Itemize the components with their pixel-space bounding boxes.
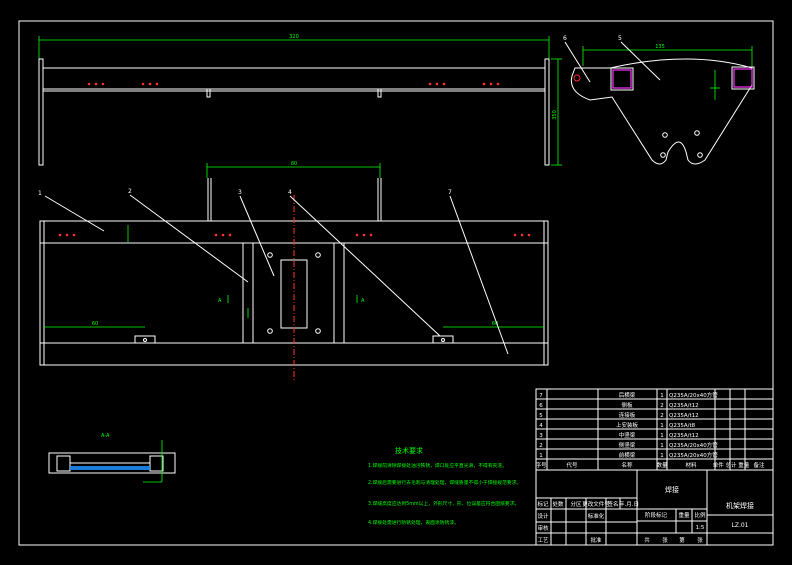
title-cell: 标记 [537,500,549,508]
front-view: 80 60 60 A [38,161,549,380]
leader-1: 1 [38,190,42,197]
title-cell: 阶段标记 [645,511,668,519]
drawing-number: LZ.01 [732,522,749,529]
bom-cell: 1 [660,453,664,459]
bom-cell: Q235A/20x40方管 [669,441,718,449]
dim-left-offset: 60 [92,321,98,327]
title-cell: 分区 [570,500,582,508]
title-cell: 张 [697,536,703,544]
drawing-title: 机架焊接 [726,501,754,510]
dim-top-width: 320 [289,34,299,40]
bom-row: 1 前横梁 1 Q235A/20x40方管 [539,451,718,459]
bom-cell: 中竖梁 [619,431,636,439]
bom-cell: Q235A/t12 [669,403,699,409]
bom-row: 7 后横梁 1 Q235A/20x40方管 [539,391,718,399]
bom-cell: 1 [660,393,664,399]
top-view: 320 350 [38,34,562,166]
title-cell: 签名 [607,500,618,508]
title-cell: 张 [662,536,668,544]
bom-cell: 上安装板 [616,421,639,429]
bom-header-cell: 数量 [656,461,668,469]
bom-header-cell: 代号 [566,461,578,469]
bom-cell: Q235A/t8 [669,423,696,429]
bom-cell: Q235A/t12 [669,433,699,439]
bom-cell: 2 [539,443,543,449]
tech-title: 技术要求 [395,446,423,455]
bom-cell: 1 [660,443,664,449]
dim-top-height: 350 [552,110,558,120]
bom-header: 序号 代号 名称 数量 材料 单件 总计 重量 备注 [535,461,765,469]
tech-line-4: 4.焊接处需进行防锈处理，表面涂防锈漆。 [368,519,459,526]
section-label: A-A [101,433,110,439]
leader-7: 7 [448,189,452,196]
dim-right-offset: 60 [492,321,498,327]
title-cell: 重量 [678,511,690,519]
bom-cell: 3 [539,433,543,439]
title-cell: 更改文件号 [582,500,610,508]
technical-requirements: 技术要求 1.焊接前清除焊接处油污铁锈，焊口处应平直光滑，不得有夹渣。 2.焊接… [368,446,521,526]
title-cell: 比例 [694,511,706,519]
bom-row: 6 侧板 2 Q235A/t12 [539,401,698,409]
tech-line-1: 1.焊接前清除焊接处油污铁锈，焊口处应平直光滑，不得有夹渣。 [368,462,507,469]
bom-cell: 1 [539,453,543,459]
tech-line-3: 3.焊缝高度应达到5mm以上，外形尺寸、形、位误差应符合图纸要求。 [368,500,519,507]
bom-cell: Q235A/20x40方管 [669,391,718,399]
bom-cell: Q235A/20x40方管 [669,451,718,459]
bom-header-cell: 材料 [685,461,697,469]
bom-table: 7 后横梁 1 Q235A/20x40方管 6 侧板 2 Q235A/t12 5… [535,388,774,471]
bom-header-cell: 名称 [621,461,633,469]
title-cell: 共 [644,536,650,544]
bom-cell: 侧板 [621,401,633,409]
title-block: 标记 处数 分区 更改文件号 签名 年.月.日 设计 标准化 审核 工艺 批准 … [535,469,774,546]
bom-row: 4 上安装板 1 Q235A/t8 [539,421,695,429]
side-leader-6: 6 [563,35,567,42]
bom-cell: 1 [660,423,664,429]
bom-cell: 连接板 [619,411,636,419]
bom-cell: 1 [660,433,664,439]
title-cell: 处数 [552,500,564,508]
title-cell: 审核 [537,524,549,532]
bom-cell: 7 [539,393,543,399]
title-cell: 标准化 [588,512,605,520]
bom-cell: 2 [660,403,664,409]
title-cell: 工艺 [537,537,549,544]
drawing-border [18,20,774,546]
leader-3: 3 [238,189,242,196]
bom-cell: 5 [539,413,543,419]
section-marker-left: A [218,298,222,304]
section-marker-right: A [361,298,365,304]
bom-cell: 2 [660,413,664,419]
bom-header-cell: 单件 总计 重量 [713,461,750,469]
bom-header-cell: 序号 [535,461,547,469]
bom-row: 5 连接板 2 Q235A/t12 [539,411,698,419]
bom-header-cell: 备注 [753,461,765,469]
side-leader-5: 5 [618,35,622,42]
part-name: 焊接 [665,485,679,494]
dim-mid-width: 80 [291,161,297,167]
bom-cell: 前横梁 [619,451,636,459]
leader-2: 2 [128,188,132,195]
dim-side-width: 135 [655,44,665,50]
title-cell: 第 [679,536,685,544]
bom-row: 2 侧竖梁 1 Q235A/20x40方管 [539,441,718,449]
title-cell: 批准 [590,536,602,544]
bom-cell: 6 [539,403,543,409]
title-cell: 设计 [537,512,549,520]
section-view: A-A [48,433,176,483]
bom-cell: 侧竖梁 [619,441,636,449]
bom-row: 3 中竖梁 1 Q235A/t12 [539,431,698,439]
side-view: 135 6 5 [563,35,755,165]
title-cell: 年.月.日 [619,500,639,508]
tech-line-2: 2.焊接后需要进行去毛刺与清理处理，焊缝质量不得小于焊接规范要求。 [368,479,521,486]
leader-4: 4 [288,189,292,196]
bom-cell: Q235A/t12 [669,413,699,419]
scale-value: 1:5 [696,525,705,531]
bom-cell: 4 [539,423,543,429]
bom-cell: 后横梁 [619,391,636,399]
